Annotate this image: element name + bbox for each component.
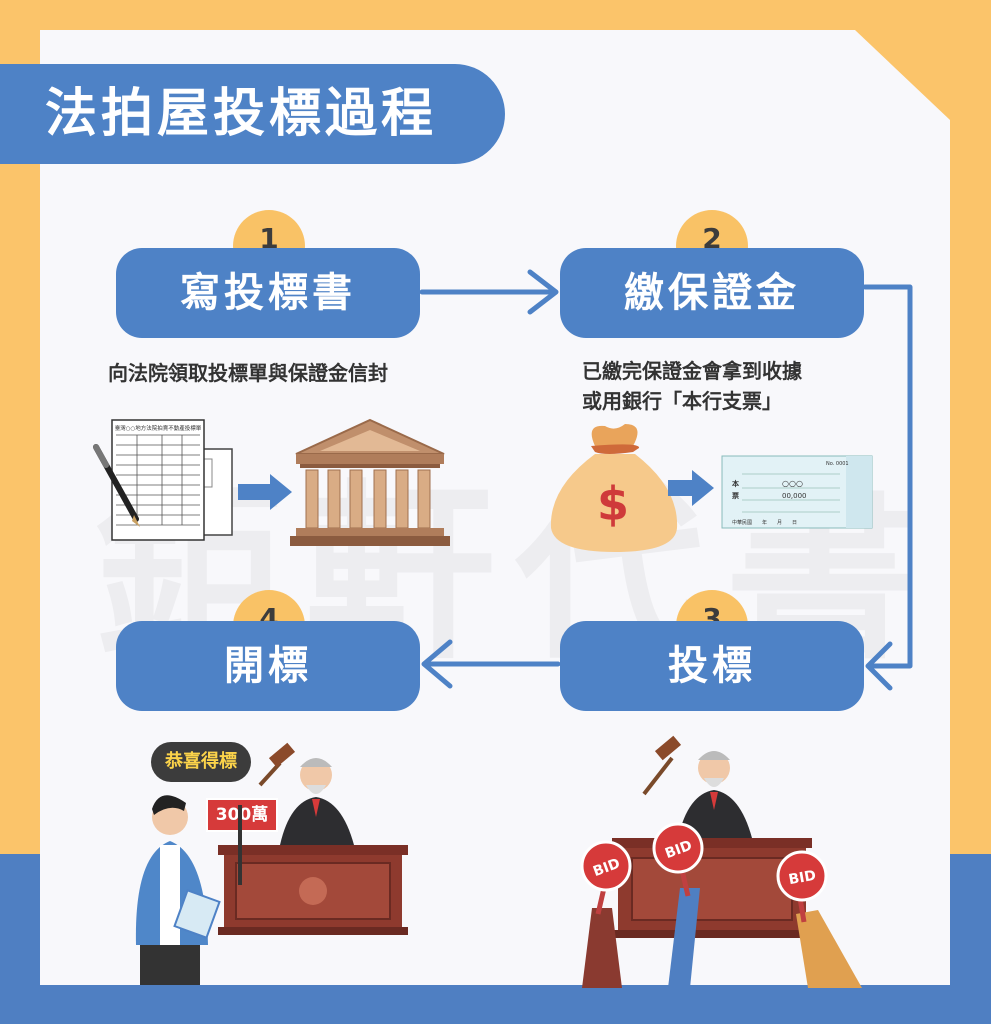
auction-scene-bid: BID BID BID xyxy=(580,735,862,988)
check-label-2: 票 xyxy=(731,491,739,500)
bidder-figure xyxy=(135,795,242,985)
arrow-1-to-2 xyxy=(419,269,559,315)
bid-paddle-icon-2: BID xyxy=(652,822,704,897)
check-payee: ○○○ xyxy=(782,479,803,488)
check-amount: 00,000 xyxy=(782,492,807,500)
form-header: 臺灣○○地方法院拍賣不動產投標單 xyxy=(115,424,202,432)
bid-paddle-icon-3: BID xyxy=(776,850,828,923)
step-2-box: 繳保證金 xyxy=(560,248,864,338)
check-icon: No. 0001 本 票 ○○○ 00,000 中華民國 年 月 日 xyxy=(721,455,873,529)
judge-icon-2 xyxy=(678,751,752,838)
check-date: 中華民國 年 月 日 xyxy=(732,519,797,526)
check-number: No. 0001 xyxy=(826,461,849,467)
arrow-3-to-4 xyxy=(421,639,561,689)
step-1-description: 向法院領取投標單與保證金信封 xyxy=(108,361,388,385)
bid-label-3: BID xyxy=(787,868,817,889)
arrow-2-to-3 xyxy=(862,284,913,691)
gavel-icon-2 xyxy=(642,735,682,796)
courthouse-icon xyxy=(290,418,450,546)
page-title: 法拍屋投標過程 xyxy=(0,64,505,164)
pen-icon xyxy=(93,444,140,527)
bid-paddle-icon: BID xyxy=(580,840,632,915)
document-icon: 臺灣○○地方法院拍賣不動產投標單 xyxy=(93,419,233,541)
congrats-bubble: 恭喜得標 xyxy=(151,742,251,782)
check-label-1: 本 xyxy=(731,479,739,488)
step-2-description-line2: 或用銀行「本行支票」 xyxy=(582,389,782,413)
gavel-icon xyxy=(258,742,296,787)
money-bag-icon: $ xyxy=(550,424,678,552)
arrow-icon-2 xyxy=(668,470,714,506)
step-4-box: 開標 xyxy=(116,621,420,711)
dollar-sign: $ xyxy=(597,477,629,531)
arrow-icon xyxy=(238,474,292,510)
step-1-box: 寫投標書 xyxy=(116,248,420,338)
step-2-description-line1: 已繳完保證金會拿到收據 xyxy=(582,359,802,383)
auction-scene-win xyxy=(135,742,408,985)
step-3-box: 投標 xyxy=(560,621,864,711)
judge-icon xyxy=(280,758,354,845)
